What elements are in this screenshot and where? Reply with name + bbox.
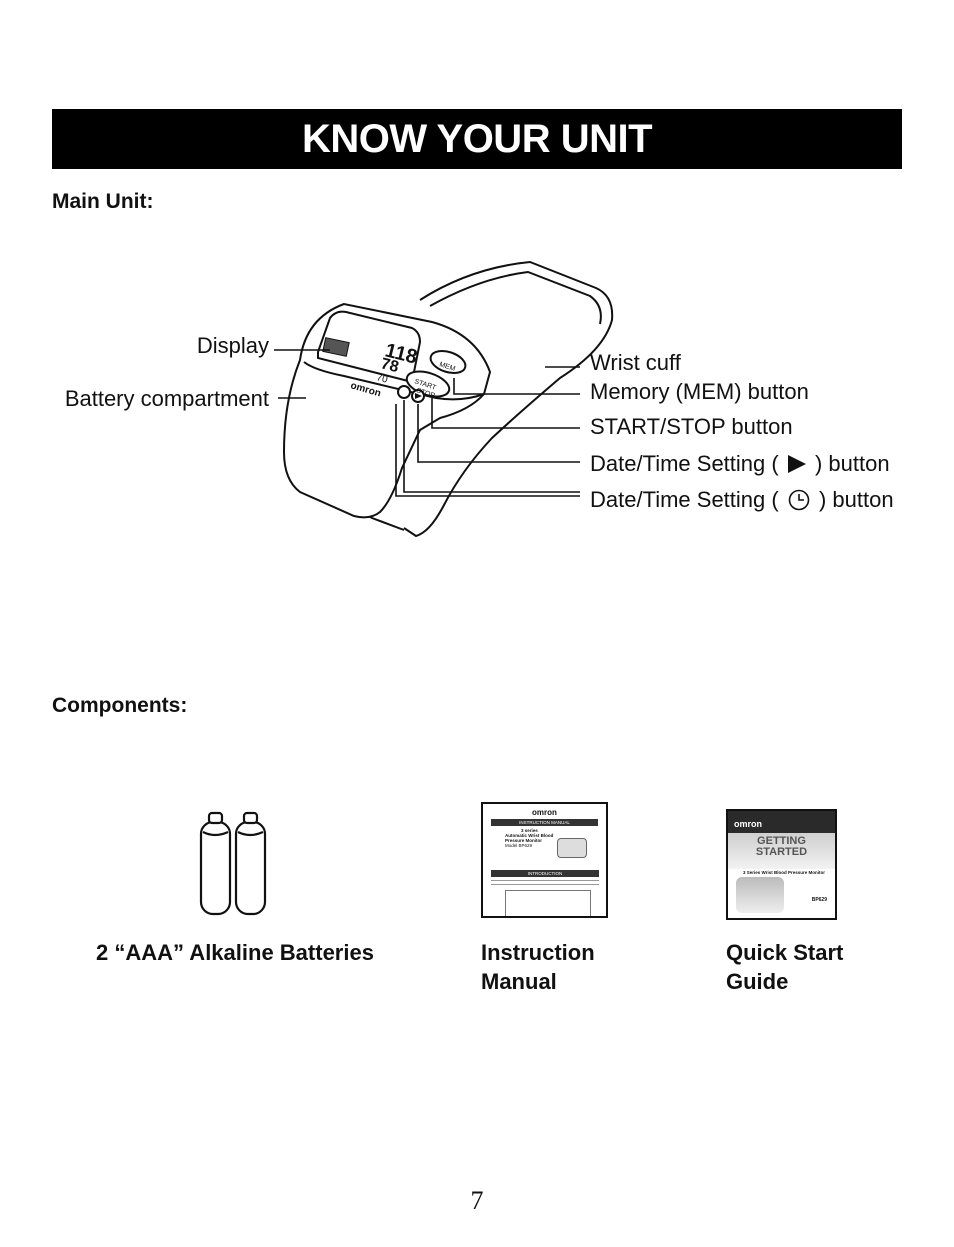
date-time-1-callout-line <box>417 404 580 463</box>
manual-series: 3 series <box>521 828 538 833</box>
guide-subtitle: 3 Series Wrist Blood Pressure Monitor <box>743 870 825 875</box>
guide-model: BP629 <box>811 897 827 903</box>
guide-brand: omron <box>734 819 762 829</box>
manual-header: INSTRUCTION MANUAL <box>491 819 598 826</box>
guide-caption-line-2: Guide <box>726 969 789 994</box>
manual-brand: omron <box>532 808 557 817</box>
date-time-forward-callout: Date/Time Setting ( ) button <box>590 451 890 477</box>
quick-start-guide-caption: Quick Start Guide <box>726 938 843 996</box>
batteries-caption: 2 “AAA” Alkaline Batteries <box>96 940 374 965</box>
callout-lines <box>274 349 580 497</box>
start-stop-callout: START/STOP button <box>590 414 793 439</box>
date-time-2-suffix: ) button <box>818 487 894 512</box>
instruction-manual-caption: Instruction Manual <box>481 938 595 996</box>
manual-caption-line-1: Instruction <box>481 940 595 965</box>
instruction-manual-cover: omron INSTRUCTION MANUAL 3 series Automa… <box>481 802 608 918</box>
manual-product: Automatic Wrist Blood Pressure Monitor <box>505 833 554 843</box>
battery-compartment-label: Battery compartment <box>64 386 269 411</box>
start-callout-line <box>431 398 580 429</box>
device-body <box>282 302 492 519</box>
mem-callout-line <box>453 378 580 395</box>
date-time-2-callout-line <box>403 400 580 493</box>
mem-button-label: MEM <box>438 361 456 373</box>
display-label: Display <box>196 333 269 358</box>
main-unit-heading: Main Unit: <box>52 190 154 213</box>
display-dia-value: 78 <box>379 355 400 376</box>
mem-button-callout: Memory (MEM) button <box>590 379 809 404</box>
manual-device-thumbnail <box>557 838 587 858</box>
page-title: KNOW YOUR UNIT <box>52 109 902 169</box>
date-time-1-suffix: ) button <box>814 451 890 476</box>
play-arrow-icon <box>787 455 806 473</box>
manual-intro: INTRODUCTION <box>491 870 599 877</box>
date-time-2-prefix: Date/Time Setting ( <box>590 487 779 512</box>
guide-device-photo <box>736 877 784 913</box>
manual-caption-line-2: Manual <box>481 969 557 994</box>
wrist-cuff-label: Wrist cuff <box>590 350 681 375</box>
components-heading: Components: <box>52 694 188 717</box>
clock-icon <box>788 489 810 517</box>
display-pulse-value: 70 <box>375 372 389 385</box>
page-number: 7 <box>470 1186 484 1215</box>
guide-title-1: GETTING <box>757 835 806 847</box>
date-time-1-prefix: Date/Time Setting ( <box>590 451 779 476</box>
guide-caption-line-1: Quick Start <box>726 940 844 965</box>
date-time-clock-callout: Date/Time Setting ( ) button <box>590 487 894 517</box>
manual-model: Model BP629 <box>505 843 533 848</box>
guide-title-2: STARTED <box>755 846 808 858</box>
quick-start-guide-cover: omron GETTING STARTED 3 Series Wrist Blo… <box>726 809 837 920</box>
